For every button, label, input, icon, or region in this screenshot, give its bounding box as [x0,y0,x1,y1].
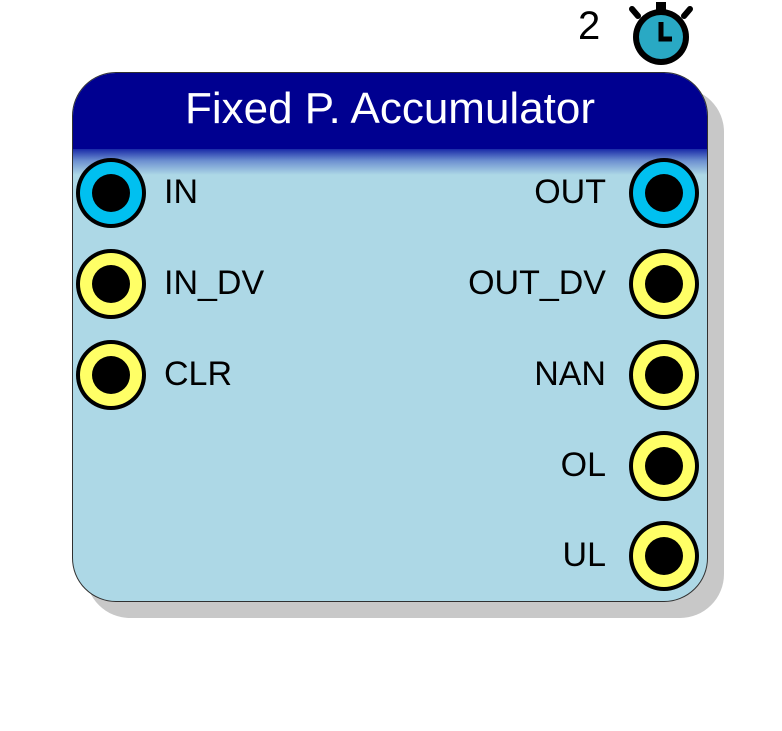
port-out-dv[interactable] [626,246,702,322]
port-ul[interactable] [626,518,702,594]
block-title: Fixed P. Accumulator [184,84,596,133]
block-header [73,73,707,149]
function-block[interactable]: Fixed P. Accumulator [72,72,708,602]
port-nan-label: NAN [534,355,606,393]
port-in[interactable] [73,155,149,231]
port-ol-label: OL [560,446,606,484]
port-ol[interactable] [626,428,702,504]
latency-indicator: 2 [570,0,710,72]
port-out[interactable] [626,155,702,231]
port-clr-label: CLR [164,355,233,393]
port-out-label: OUT [534,173,606,211]
latency-value: 2 [578,4,601,48]
stopwatch-icon [628,0,694,75]
port-clr[interactable] [73,337,149,413]
port-in-dv-label: IN_DV [164,264,265,302]
block-header-gradient [73,149,707,175]
port-ul-label: UL [562,536,606,574]
port-out-dv-label: OUT_DV [468,264,606,302]
port-in-dv[interactable] [73,246,149,322]
port-nan[interactable] [626,337,702,413]
port-in-label: IN [164,173,198,211]
